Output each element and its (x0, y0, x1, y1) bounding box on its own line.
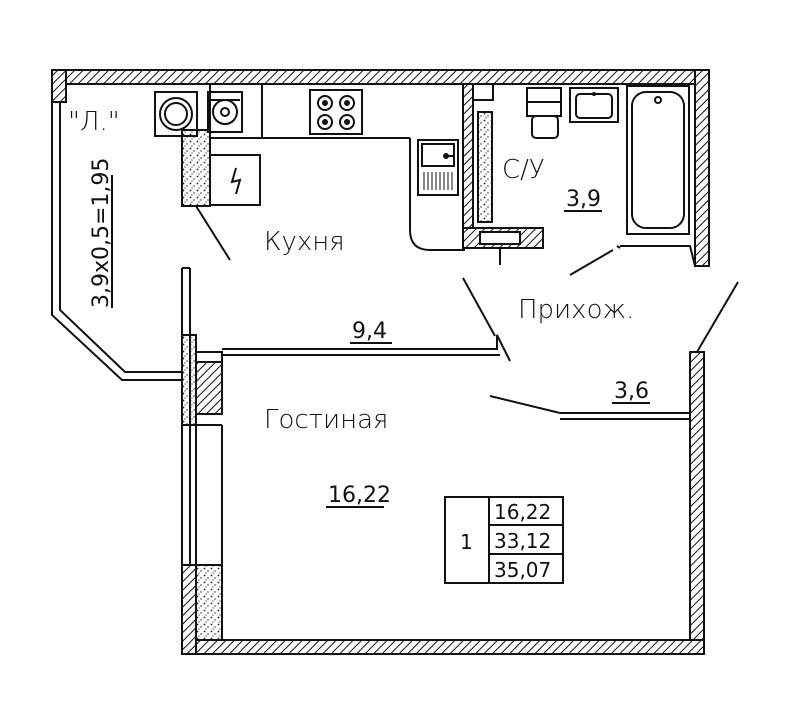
balcony-area: 3,9х0,5=1,95 (89, 158, 114, 308)
room-count: 1 (460, 530, 473, 554)
right-wall-upper (694, 69, 710, 267)
kitchen-area: 9,4 (352, 319, 387, 344)
bottom-wall (181, 639, 705, 655)
kitchen-column (181, 129, 211, 207)
balcony-outline (51, 70, 182, 381)
washbasin-icon (569, 87, 619, 123)
living-area-value: 16,22 (494, 500, 551, 524)
exterior-walls (51, 69, 710, 655)
left-wall-corner (51, 69, 67, 103)
right-wall-lower (689, 351, 705, 655)
living-window (181, 267, 223, 640)
area-summary-table: 1 16,22 33,12 35,07 (444, 496, 564, 584)
pier-cap (195, 351, 223, 363)
total-area-value: 33,12 (494, 529, 551, 553)
partitions (222, 281, 739, 420)
hallway-name: Прихож. (518, 295, 634, 325)
sink-icon (417, 139, 459, 196)
top-wall (51, 69, 710, 85)
kitchen-fixtures (154, 84, 496, 337)
bathroom (462, 83, 696, 276)
living-area: 16,22 (328, 483, 391, 508)
washer-icon (154, 91, 198, 137)
electric-panel-icon (209, 154, 261, 206)
left-wall-lower (181, 564, 197, 655)
bathtub-icon (626, 85, 690, 235)
balcony-name: "Л." (68, 107, 120, 137)
bathroom-wall-left (462, 83, 474, 249)
living-name: Гостиная (264, 405, 388, 435)
shaft-icon (477, 111, 493, 223)
bathroom-name: С/У (502, 155, 545, 185)
hallway-area: 3,6 (614, 379, 649, 404)
kitchen-name: Кухня (264, 227, 345, 257)
living-column-bottom (195, 564, 223, 641)
total-with-balcony-value: 35,07 (494, 558, 551, 582)
boiler-icon (207, 91, 243, 133)
stove-icon (309, 89, 363, 135)
bathroom-area: 3,9 (566, 187, 601, 212)
toilet-icon (526, 87, 562, 139)
